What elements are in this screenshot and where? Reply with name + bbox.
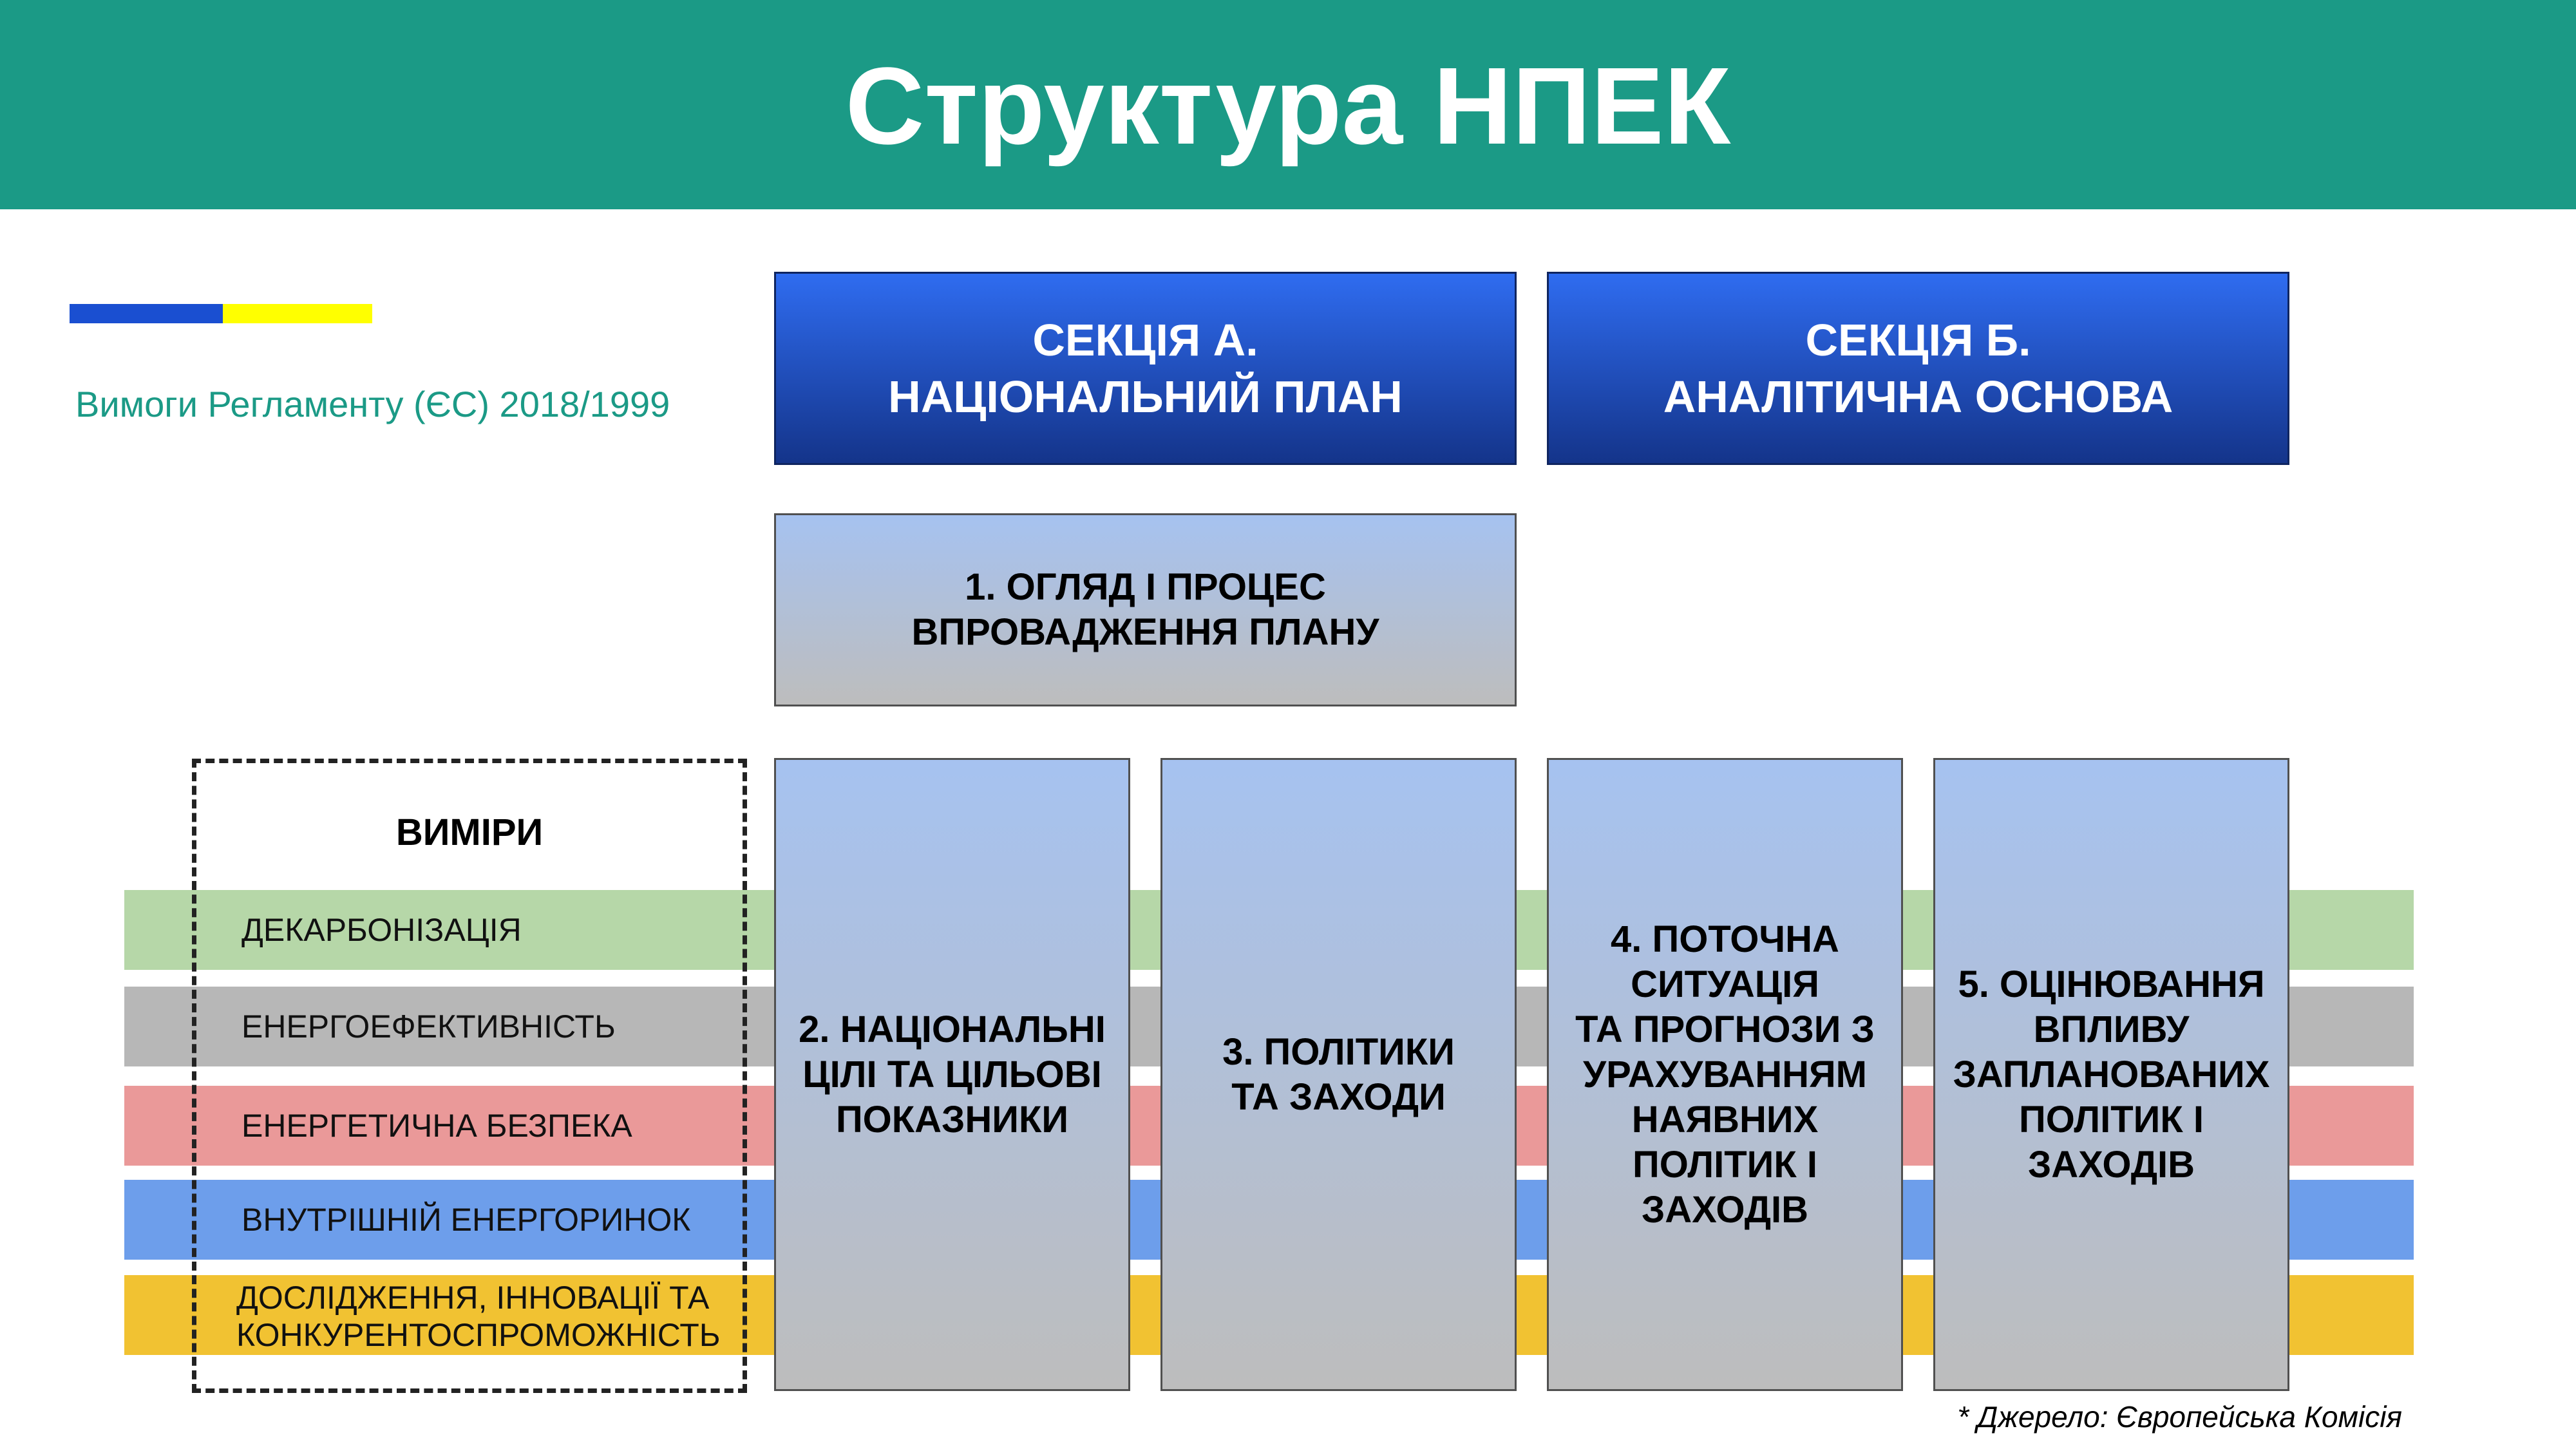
- box-5-line: ВПЛИВУ: [2033, 1008, 2190, 1050]
- box-3-line: ТА ЗАХОДИ: [1231, 1075, 1446, 1118]
- dimensions-title: ВИМІРИ: [395, 811, 544, 853]
- dimension-label-internal-market: ВНУТРІШНІЙ ЕНЕРГОРИНОК: [242, 1202, 691, 1238]
- page-title: Структура НПЕК: [845, 45, 1731, 167]
- dimensions-dashed-frame: [192, 759, 747, 1393]
- box-2-national-targets: 2. НАЦІОНАЛЬНІ ЦІЛІ ТА ЦІЛЬОВІ ПОКАЗНИКИ: [774, 758, 1130, 1391]
- box-3-line: 3. ПОЛІТИКИ: [1222, 1030, 1455, 1073]
- header-bar: [0, 0, 2576, 209]
- box-3-policies: 3. ПОЛІТИКИ ТА ЗАХОДИ: [1160, 758, 1517, 1391]
- section-a-header: СЕКЦІЯ А. НАЦІОНАЛЬНИЙ ПЛАН: [774, 272, 1517, 465]
- box-4-line: 4. ПОТОЧНА: [1611, 918, 1839, 960]
- box-1-line: 1. ОГЛЯД І ПРОЦЕС: [965, 566, 1326, 608]
- section-a-line1: СЕКЦІЯ А.: [1032, 315, 1258, 365]
- section-b-line1: СЕКЦІЯ Б.: [1805, 315, 2031, 365]
- flag-yellow-stripe: [223, 304, 372, 323]
- box-5-impact-assessment: 5. ОЦІНЮВАННЯ ВПЛИВУ ЗАПЛАНОВАНИХ ПОЛІТИ…: [1933, 758, 2289, 1391]
- section-b-header: СЕКЦІЯ Б. АНАЛІТИЧНА ОСНОВА: [1547, 272, 2289, 465]
- box-2-line: ЦІЛІ ТА ЦІЛЬОВІ: [802, 1053, 1102, 1095]
- dimension-label-research-line1: ДОСЛІДЖЕННЯ, ІННОВАЦІЇ ТА: [236, 1280, 710, 1316]
- box-4-line: СИТУАЦІЯ: [1631, 963, 1819, 1005]
- dimension-label-decarbonization: ДЕКАРБОНІЗАЦІЯ: [242, 912, 522, 948]
- section-a-line2: НАЦІОНАЛЬНИЙ ПЛАН: [888, 372, 1403, 422]
- box-4-line: НАЯВНИХ: [1631, 1098, 1819, 1141]
- box-1-line: ВПРОВАДЖЕННЯ ПЛАНУ: [911, 611, 1379, 653]
- section-b-line2: АНАЛІТИЧНА ОСНОВА: [1663, 372, 2174, 422]
- box-1-overview: 1. ОГЛЯД І ПРОЦЕС ВПРОВАДЖЕННЯ ПЛАНУ: [774, 513, 1517, 706]
- source-note: * Джерело: Європейська Комісія: [1957, 1400, 2402, 1434]
- box-5-line: ПОЛІТИК І: [2019, 1098, 2204, 1141]
- dimension-label-research-line2: КОНКУРЕНТОСПРОМОЖНІСТЬ: [236, 1317, 721, 1353]
- box-4-line: ПОЛІТИК І: [1633, 1143, 1817, 1186]
- box-5-line: ЗАПЛАНОВАНИХ: [1953, 1053, 2270, 1095]
- regulation-subtitle: Вимоги Регламенту (ЄС) 2018/1999: [75, 384, 670, 424]
- box-4-current-situation: 4. ПОТОЧНА СИТУАЦІЯ ТА ПРОГНОЗИ З УРАХУВ…: [1547, 758, 1903, 1391]
- box-5-line: 5. ОЦІНЮВАННЯ: [1958, 963, 2265, 1005]
- box-2-line: 2. НАЦІОНАЛЬНІ: [799, 1008, 1106, 1050]
- dimension-label-energy-security: ЕНЕРГЕТИЧНА БЕЗПЕКА: [242, 1108, 632, 1144]
- flag-blue-stripe: [70, 304, 223, 323]
- box-4-line: ЗАХОДІВ: [1641, 1188, 1809, 1231]
- dimension-label-energy-efficiency: ЕНЕРГОЕФЕКТИВНІСТЬ: [242, 1009, 616, 1045]
- box-4-line: ТА ПРОГНОЗИ З: [1575, 1008, 1875, 1050]
- box-2-line: ПОКАЗНИКИ: [835, 1098, 1069, 1141]
- box-4-line: УРАХУВАННЯМ: [1583, 1053, 1867, 1095]
- box-5-line: ЗАХОДІВ: [2027, 1143, 2195, 1186]
